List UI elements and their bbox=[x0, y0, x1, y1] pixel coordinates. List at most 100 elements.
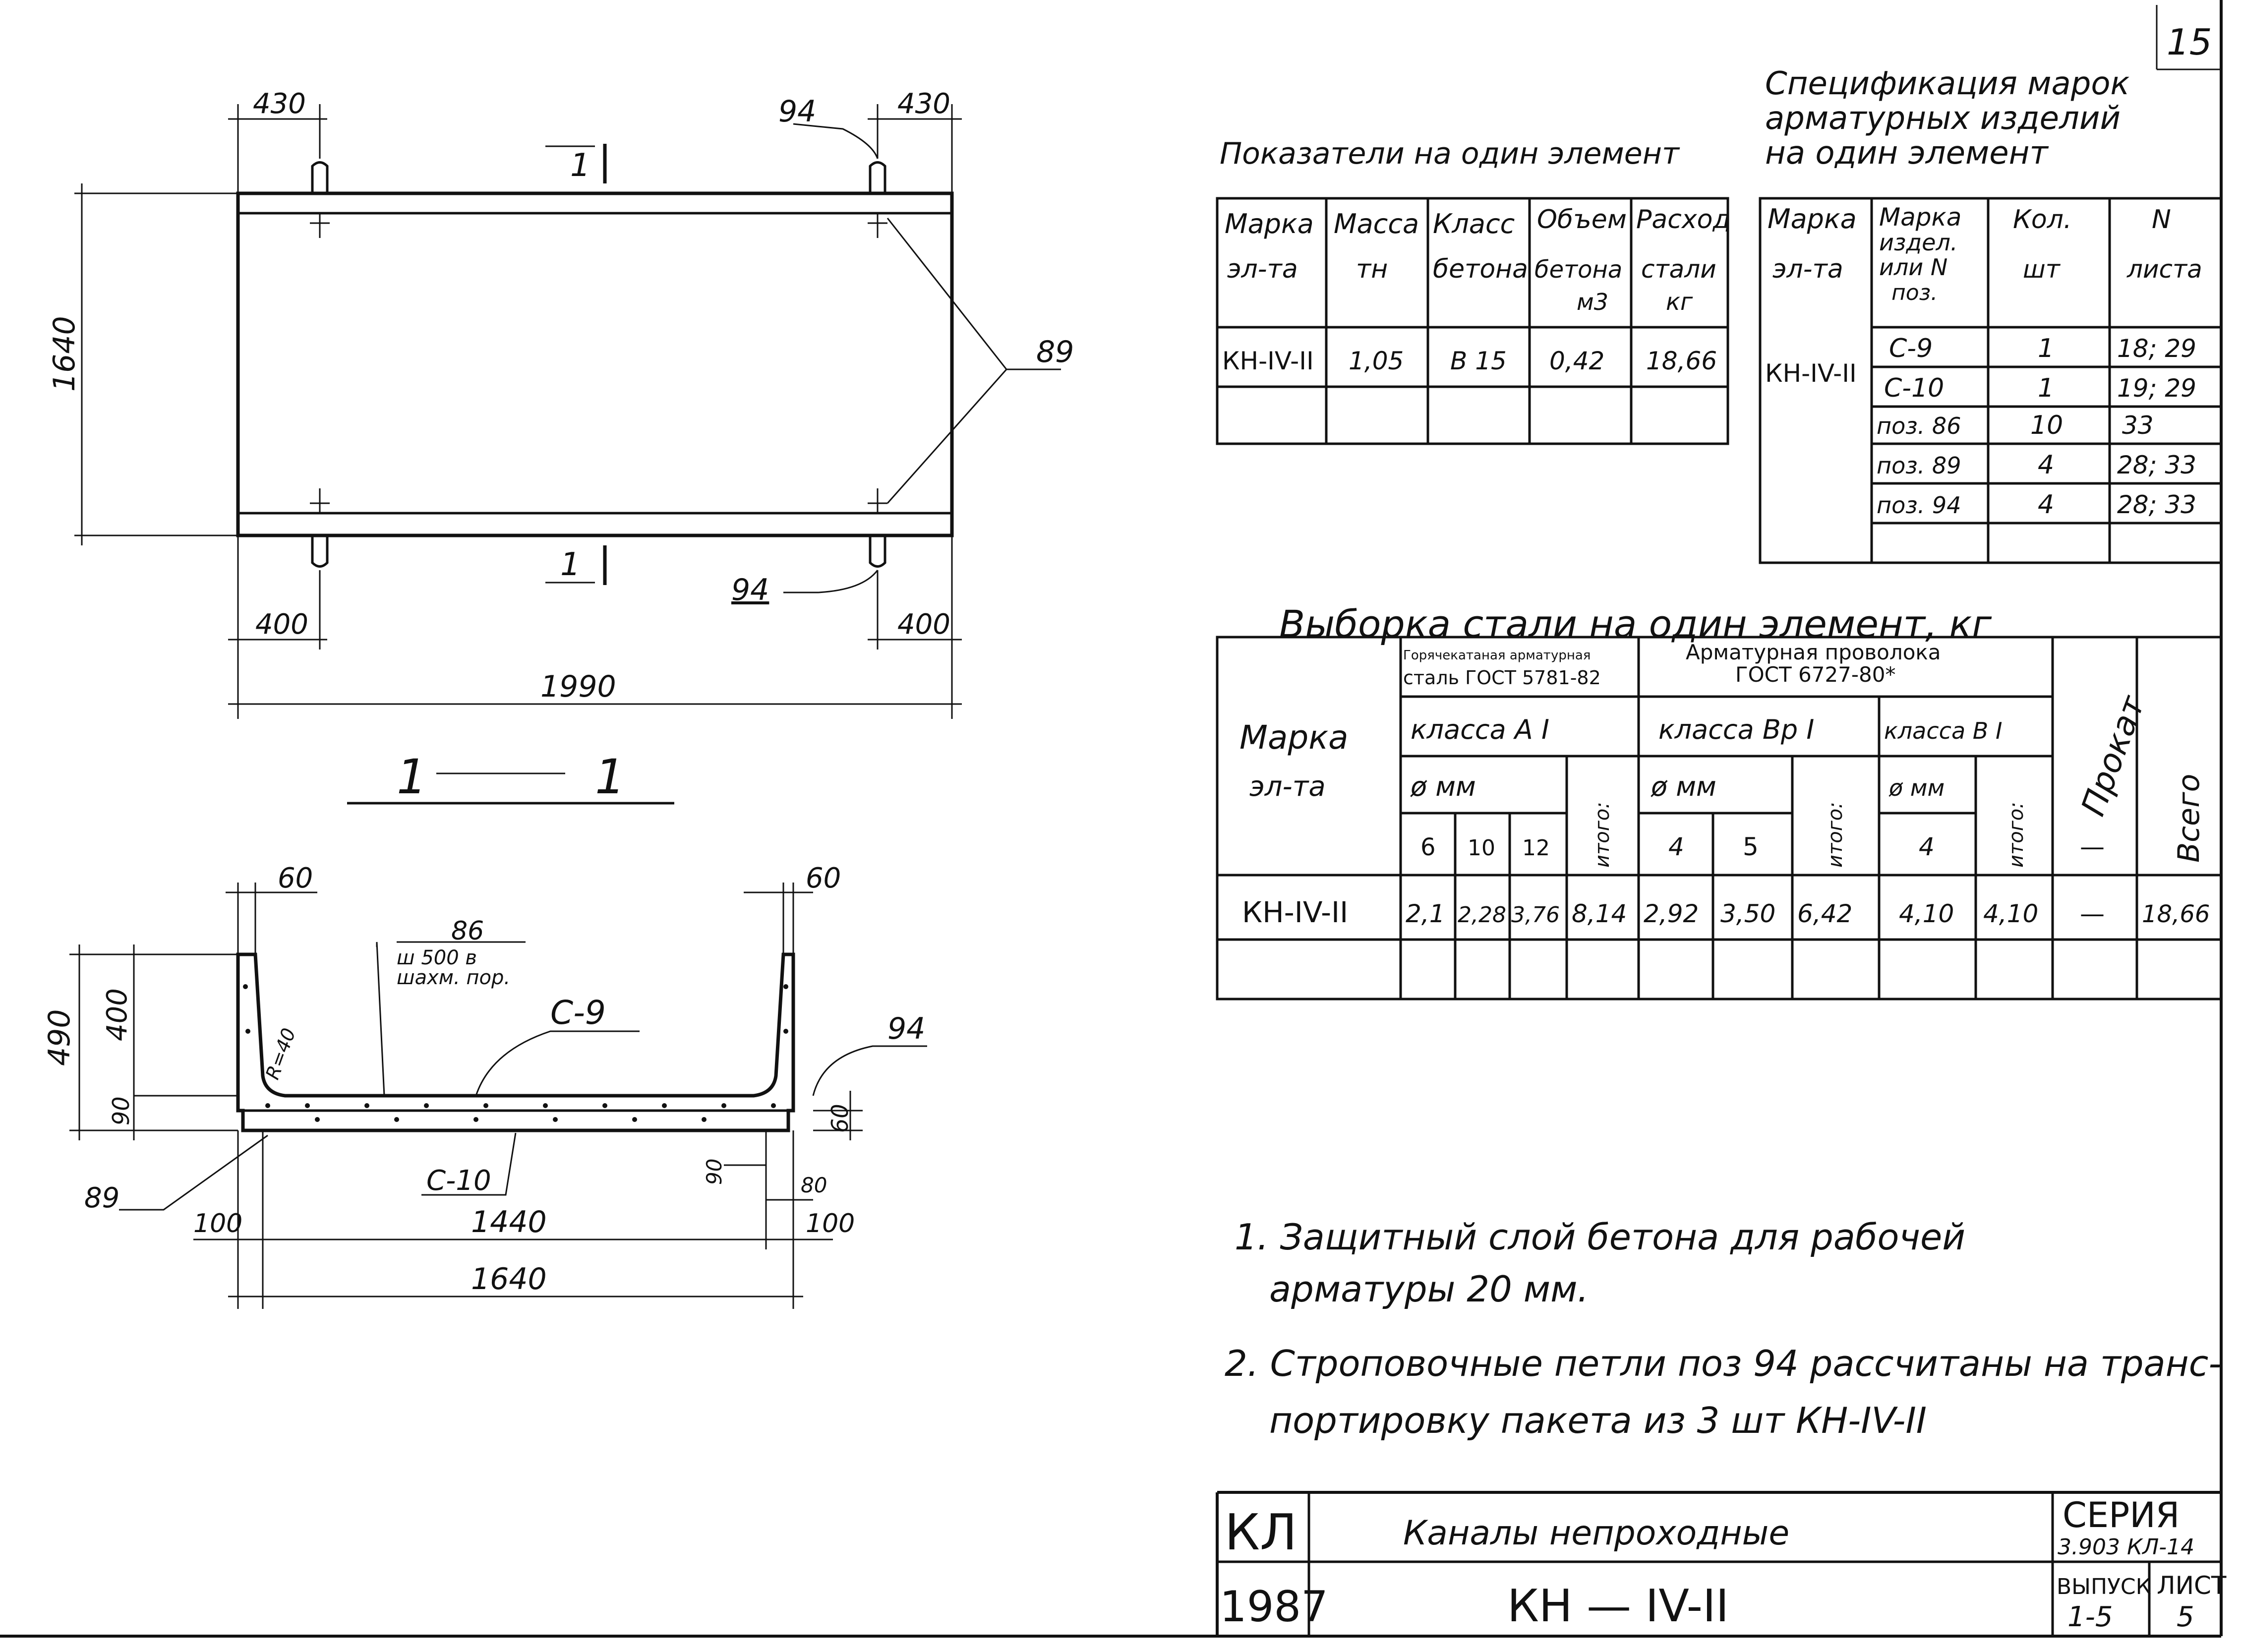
spec-h-item-4: поз. bbox=[1891, 280, 1938, 305]
steel-cell-b1-4: 4,10 bbox=[1899, 899, 1954, 928]
steel-cell-bp1-5: 3,50 bbox=[1720, 899, 1775, 928]
steel-h-mark-1: Марка bbox=[1239, 718, 1349, 757]
plan-dim-height: 1640 bbox=[47, 316, 82, 392]
ind-h-vol-1: Объем bbox=[1537, 205, 1627, 235]
ind-cell-class: В 15 bbox=[1450, 347, 1507, 375]
steel-h-d12: 12 bbox=[1522, 835, 1550, 861]
indicators-table-grid bbox=[1216, 197, 1729, 445]
steel-h-itogo-b1: итого: bbox=[2005, 802, 2028, 868]
steel-h-mark-2: эл-та bbox=[1249, 770, 1326, 803]
spec-caption-1: Спецификация марок bbox=[1765, 65, 2130, 102]
title-issue-value: 1-5 bbox=[2067, 1601, 2113, 1633]
steel-cell-bp1-total: 6,42 bbox=[1797, 899, 1852, 928]
section-title-underline bbox=[347, 772, 674, 805]
ind-cell-volume: 0,42 bbox=[1549, 347, 1604, 375]
steel-h-group2-2: ГОСТ 6727-80* bbox=[1735, 662, 1896, 687]
steel-header: Марка эл-та Горячекатаная арматурная ста… bbox=[1239, 640, 2206, 868]
steel-row: КН-IV-II 2,1 2,28 3,76 8,14 2,92 3,50 6,… bbox=[1242, 895, 2210, 929]
section-dim-height-total: 490 bbox=[42, 1009, 77, 1066]
section-dim-wall-left: 60 bbox=[278, 862, 313, 894]
title-issue-label: ВЫПУСК bbox=[2057, 1574, 2151, 1599]
steel-cell-a1-10: 2,28 bbox=[1458, 902, 1506, 928]
spec-h-item-1: Марка bbox=[1879, 203, 1961, 232]
section-radius-label: R=40 bbox=[261, 1025, 300, 1082]
spec-row-4-sheet: 28; 33 bbox=[2117, 451, 2196, 479]
steel-h-class-bp1: класса Вр I bbox=[1658, 714, 1814, 745]
steel-cell-b1-total: 4,10 bbox=[1983, 899, 2038, 928]
steel-h-d4-b: 4 bbox=[1919, 832, 1935, 861]
section-dim-90-inner: 90 bbox=[702, 1159, 726, 1185]
spec-h-sheet-1: N bbox=[2152, 205, 2171, 235]
section-title-left: 1 bbox=[397, 749, 427, 805]
section-dim-wall-height: 400 bbox=[101, 988, 133, 1041]
spec-row-2-sheet: 19; 29 bbox=[2117, 374, 2196, 403]
spec-row-5-sheet: 28; 33 bbox=[2117, 490, 2196, 519]
plan-dim-top-right: 430 bbox=[897, 88, 950, 120]
ind-h-steel-1: Расход bbox=[1636, 205, 1730, 235]
section-dim-wall-right: 60 bbox=[806, 862, 841, 894]
plan-dim-total: 1990 bbox=[540, 669, 616, 704]
note-1-line-1: 1. Защитный слой бетона для рабочей bbox=[1235, 1216, 1965, 1258]
rebar-dots bbox=[243, 984, 788, 1122]
spec-row-1-qty: 1 bbox=[2038, 334, 2054, 363]
steel-cell-a1-12: 3,76 bbox=[1511, 902, 1560, 928]
steel-table-grid bbox=[1216, 636, 2223, 1001]
ind-h-vol-2: бетона bbox=[1534, 256, 1622, 284]
indicators-caption: Показатели на один элемент bbox=[1220, 136, 1680, 171]
spec-caption-2: арматурных изделий bbox=[1765, 100, 2121, 137]
section-dim-100-right: 100 bbox=[806, 1209, 855, 1239]
steel-h-group1-1: Горячекатаная арматурная bbox=[1403, 648, 1591, 663]
spec-row-5-qty: 4 bbox=[2038, 490, 2054, 520]
steel-h-d6: 6 bbox=[1420, 833, 1436, 861]
ind-h-mark-2: эл-та bbox=[1227, 254, 1298, 284]
section-item89-label: 89 bbox=[84, 1182, 119, 1214]
steel-h-d5-bp: 5 bbox=[1743, 832, 1759, 861]
spec-h-item-3: или N bbox=[1879, 254, 1947, 281]
steel-h-d10: 10 bbox=[1468, 835, 1495, 861]
indicators-row: КН-IV-II 1,05 В 15 0,42 18,66 bbox=[1222, 347, 1717, 375]
section-item86-note: шахм. пор. bbox=[397, 966, 510, 989]
steel-h-prokat-sub: — bbox=[2080, 832, 2105, 861]
spec-h-qty-1: Кол. bbox=[2013, 205, 2072, 235]
ind-h-class-2: бетона bbox=[1433, 254, 1528, 284]
plan-section-mark-bottom: 1 bbox=[560, 546, 581, 583]
steel-h-d4-bp: 4 bbox=[1668, 832, 1684, 861]
section-item86-label: 86 bbox=[451, 916, 484, 946]
steel-h-vsego: Всего bbox=[2172, 774, 2206, 863]
ind-h-steel-2: стали bbox=[1641, 255, 1716, 284]
steel-cell-total: 18,66 bbox=[2142, 900, 2210, 928]
steel-h-group1-2: сталь ГОСТ 5781-82 bbox=[1403, 667, 1601, 689]
section-dim-slab: 90 bbox=[108, 1096, 134, 1125]
ind-h-vol-3: м3 bbox=[1577, 289, 1608, 315]
steel-cell-bp1-4: 2,92 bbox=[1644, 899, 1699, 928]
spec-row-5-item: поз. 94 bbox=[1877, 492, 1961, 519]
ind-h-mass-1: Масса bbox=[1334, 208, 1419, 239]
spec-rows: С-9 1 18; 29 С-10 1 19; 29 поз. 86 10 33… bbox=[1877, 334, 2196, 520]
spec-h-qty-2: шт bbox=[2023, 255, 2061, 284]
spec-h-item-2: издел. bbox=[1879, 229, 1957, 256]
ind-cell-mark: КН-IV-II bbox=[1222, 347, 1314, 375]
note-1-line-2: арматуры 20 мм. bbox=[1269, 1268, 1589, 1310]
steel-h-diam-bp1: ø мм bbox=[1651, 771, 1716, 802]
steel-cell-prokat: — bbox=[2080, 899, 2105, 928]
steel-h-diam-b1: ø мм bbox=[1888, 774, 1945, 801]
plan-dim-bottom-left: 400 bbox=[255, 608, 308, 641]
title-block-grid bbox=[1216, 1491, 2221, 1636]
section-dim-1440: 1440 bbox=[471, 1205, 547, 1239]
spec-h-mark-2: эл-та bbox=[1772, 254, 1843, 284]
title-name: Каналы непроходные bbox=[1403, 1514, 1789, 1553]
title-series-label: СЕРИЯ bbox=[2063, 1495, 2180, 1535]
note-2-line-1: 2. Строповочные петли поз 94 рассчитаны … bbox=[1225, 1343, 2221, 1384]
section-item94-label: 94 bbox=[887, 1011, 925, 1046]
steel-cell-mark: КН-IV-II bbox=[1242, 895, 1348, 929]
section-dim-100-left: 100 bbox=[193, 1209, 242, 1239]
steel-cell-a1-total: 8,14 bbox=[1572, 899, 1627, 928]
note-2-line-2: портировку пакета из 3 шт КН-IV-II bbox=[1269, 1400, 1927, 1441]
title-sheet-label: ЛИСТ bbox=[2157, 1571, 2227, 1600]
spec-row-1-item: С-9 bbox=[1889, 334, 1933, 363]
plan-dim-bottom-right: 400 bbox=[897, 608, 950, 641]
title-year: 1987 bbox=[1220, 1582, 1328, 1632]
title-series-value: 3.903 КЛ-14 bbox=[2058, 1534, 2194, 1560]
steel-h-class-b1: класса В I bbox=[1884, 717, 2003, 744]
